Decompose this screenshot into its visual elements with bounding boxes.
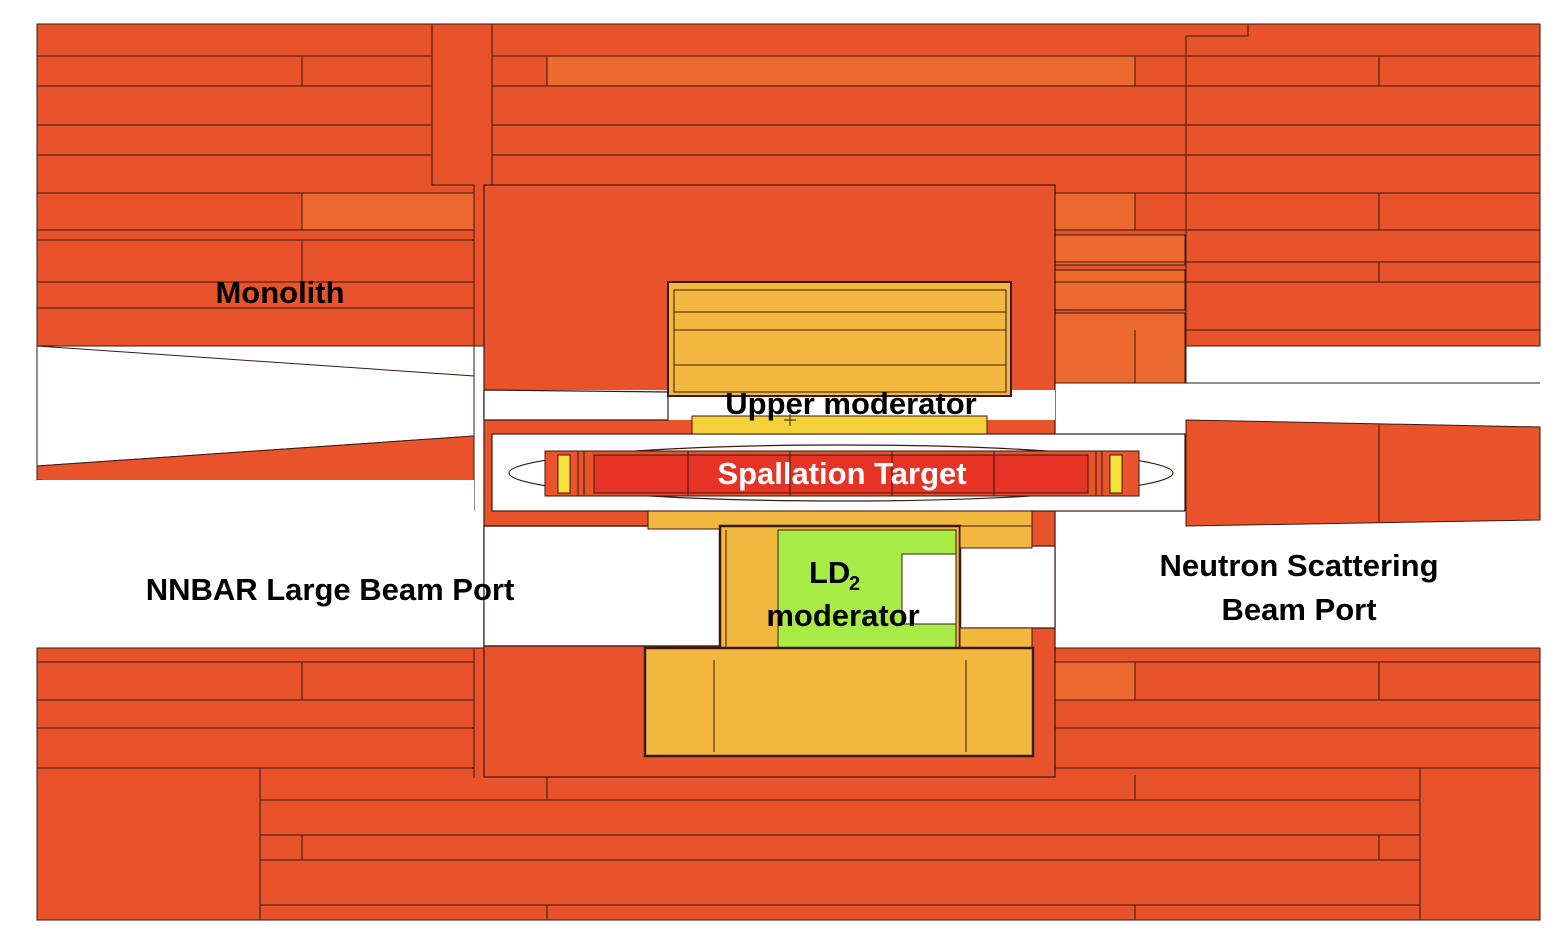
spallation-target: [508, 444, 1174, 502]
nnbar-beam-port-void: [36, 345, 475, 649]
spallation-target-label: Spallation Target: [717, 456, 966, 491]
ld2-label-prefix: LD: [809, 555, 850, 590]
neutron-scattering-label-line2: Beam Port: [1221, 592, 1376, 627]
upper-moderator: [667, 281, 1012, 435]
monolith-label: Monolith: [215, 275, 344, 310]
nnbar-beam-port-label: NNBAR Large Beam Port: [146, 572, 515, 607]
ld2-label-subscript: 2: [849, 573, 860, 595]
upper-moderator-label: Upper moderator: [725, 386, 976, 421]
ld2-label: LD 2 moderator: [766, 555, 919, 633]
ld2-moderator-assembly: [643, 510, 1035, 758]
neutron-scattering-label-line1: Neutron Scattering: [1159, 548, 1438, 583]
ld2-label-moderator: moderator: [766, 598, 919, 633]
